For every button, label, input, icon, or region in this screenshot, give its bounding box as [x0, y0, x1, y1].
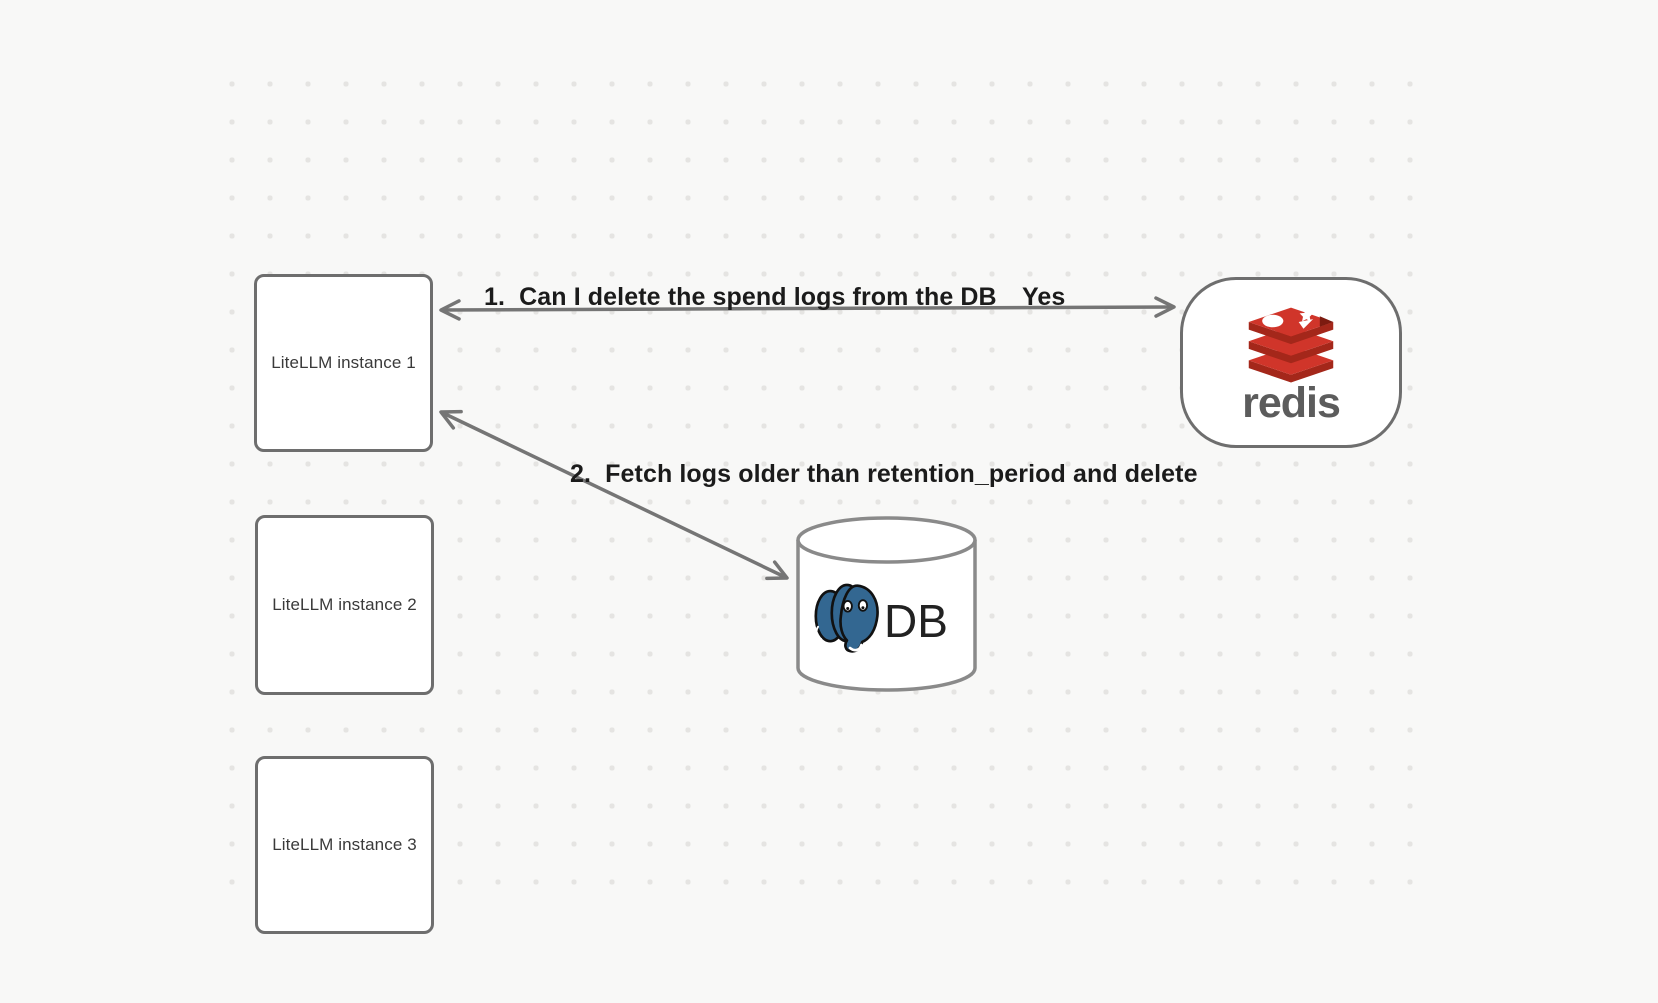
edge2-label[interactable]: 2. Fetch logs older than retention_perio…: [570, 460, 1198, 488]
node-litellm-instance-2[interactable]: LiteLLM instance 2: [255, 515, 434, 695]
node-redis[interactable]: redis: [1180, 277, 1402, 448]
canvas-dot-grid[interactable]: [229, 81, 1415, 887]
edge-instance1-redis[interactable]: [439, 296, 1176, 321]
redis-logo-icon: [1248, 307, 1334, 383]
node-label: LiteLLM instance 2: [272, 595, 417, 614]
db-node-label: DB: [884, 595, 948, 647]
postgres-elephant-icon: [814, 583, 879, 653]
edge1-response-label[interactable]: Yes: [1022, 283, 1066, 311]
edge1-label[interactable]: 1. Can I delete the spend logs from the …: [484, 283, 997, 311]
node-label: LiteLLM instance 1: [271, 353, 416, 372]
edge-instance1-db[interactable]: [439, 409, 789, 581]
node-litellm-instance-3[interactable]: LiteLLM instance 3: [255, 756, 434, 934]
db-cylinder-icon[interactable]: [794, 514, 979, 696]
node-label: LiteLLM instance 3: [272, 835, 417, 854]
redis-wordmark: redis: [1242, 379, 1341, 427]
node-litellm-instance-1[interactable]: LiteLLM instance 1: [254, 274, 433, 452]
